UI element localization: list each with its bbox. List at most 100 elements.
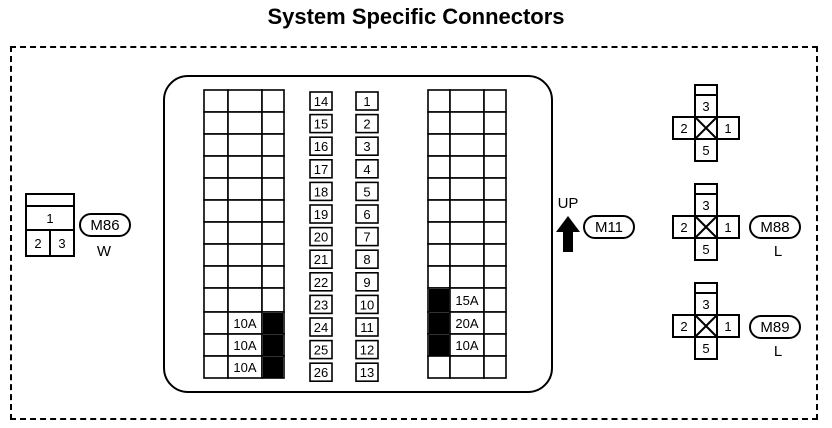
left-grid-cell [261,111,285,135]
middle-right-cell [355,339,379,360]
left-grid-cell [261,287,285,313]
left-fuse-rating: 10A [233,316,256,331]
middle-right-cell [355,249,379,269]
right-grid-cell [483,287,507,313]
left-grid-cell [227,133,263,157]
right-grid-cell [427,177,451,201]
middle-left-cell [309,317,333,337]
m89-cross-connector-terminal-number: 1 [724,319,731,334]
right-grid-cell [483,133,507,157]
middle-right-number: 7 [363,230,370,245]
m88-cross-connector-cap [694,183,718,195]
left-grid-cell [261,177,285,201]
right-grid-cell [449,221,485,245]
m88-id-badge [749,215,801,239]
m88-cross-connector-terminal-number: 2 [680,220,687,235]
right-grid-cell [483,333,507,357]
right-grid-cell [483,311,507,335]
m86-color-code: W [97,243,112,260]
middle-left-number: 25 [314,343,328,358]
m11-id: M11 [595,219,623,236]
middle-right-number: 4 [363,162,370,177]
left-grid-cell [203,243,229,267]
m86-terminal-3: 3 [58,236,65,251]
middle-right-number: 3 [363,139,370,154]
m89-cross-connector-x-line [694,314,718,338]
left-fuse-rating: 10A [233,360,256,375]
middle-left-cell [309,136,333,156]
middle-right-number: 8 [363,252,370,267]
right-grid-cell [449,265,485,289]
left-grid-cell [203,333,229,357]
left-fuse-marker [263,313,283,334]
right-grid-cell [427,89,451,113]
middle-left-number: 18 [314,184,328,199]
middle-left-number: 20 [314,230,328,245]
connector-frame [10,46,818,420]
fuse-block: 10A10A10A15A20A10A1415161718192021222324… [163,75,553,393]
m89-cross-connector-terminal-number: 2 [680,319,687,334]
middle-left-number: 15 [314,117,328,132]
up-arrow-icon [556,216,580,252]
right-grid-cell [427,243,451,267]
right-fuse-rating: 20A [455,316,478,331]
m88-cross-connector-terminal-number: 5 [702,242,709,257]
left-grid-cell [203,265,229,289]
left-grid-cell [227,243,263,267]
left-grid-cell [227,199,263,223]
left-grid-cell [227,155,263,179]
middle-right-number: 13 [360,365,374,380]
right-grid-cell [483,177,507,201]
right-grid-cell [449,155,485,179]
right-grid-cell [449,177,485,201]
middle-right-cell [355,317,379,337]
middle-left-cell [309,159,333,179]
top-cross-connector-cap [694,84,718,96]
right-grid-cell [427,265,451,289]
top-cross-connector-x-line [694,116,718,140]
middle-right-number: 12 [360,343,374,358]
right-grid-cell [483,221,507,245]
left-grid-cell [227,287,263,313]
diagram-title: System Specific Connectors [267,4,565,29]
left-grid-cell [203,89,229,113]
middle-right-cell [355,113,379,134]
right-grid-cell [449,133,485,157]
left-grid-cell [261,199,285,223]
left-grid-cell [261,243,285,267]
m86-connector: 1 2 3 M86 W [25,193,131,260]
right-grid-cell [427,355,451,379]
left-grid-cell [203,355,229,379]
top-cross-connector-terminal-number: 2 [680,121,687,136]
left-grid-cell [203,287,229,313]
right-fuse-rating: 15A [455,293,478,308]
m86-id-badge [79,213,131,237]
left-fuse-rating: 10A [233,338,256,353]
m88-cross-connector-terminal-number: 3 [702,198,709,213]
right-grid-cell [483,355,507,379]
middle-left-number: 17 [314,162,328,177]
middle-left-cell [309,294,333,315]
left-grid-cell [261,221,285,245]
m88-color-code: L [774,243,782,260]
right-grid-cell [483,89,507,113]
m89-color-code: L [774,343,782,360]
left-grid-cell [261,155,285,179]
middle-right-cell [355,181,379,202]
m88-label-group: M88 L [749,215,801,260]
middle-right-cell [355,362,379,383]
middle-right-cell [355,91,379,111]
m88-cross-connector: 32 15 [672,183,740,261]
m88-cross-connector-terminal-number: 1 [724,220,731,235]
left-grid-cell [203,133,229,157]
right-grid-cell [483,155,507,179]
middle-right-number: 5 [363,184,370,199]
top-cross-connector-terminal-number: 5 [702,143,709,158]
middle-right-number: 11 [360,320,374,335]
middle-right-cell [355,204,379,224]
m86-terminal-2: 2 [34,236,41,251]
middle-right-number: 2 [363,117,370,132]
right-grid-cell [427,133,451,157]
left-grid-cell [203,111,229,135]
